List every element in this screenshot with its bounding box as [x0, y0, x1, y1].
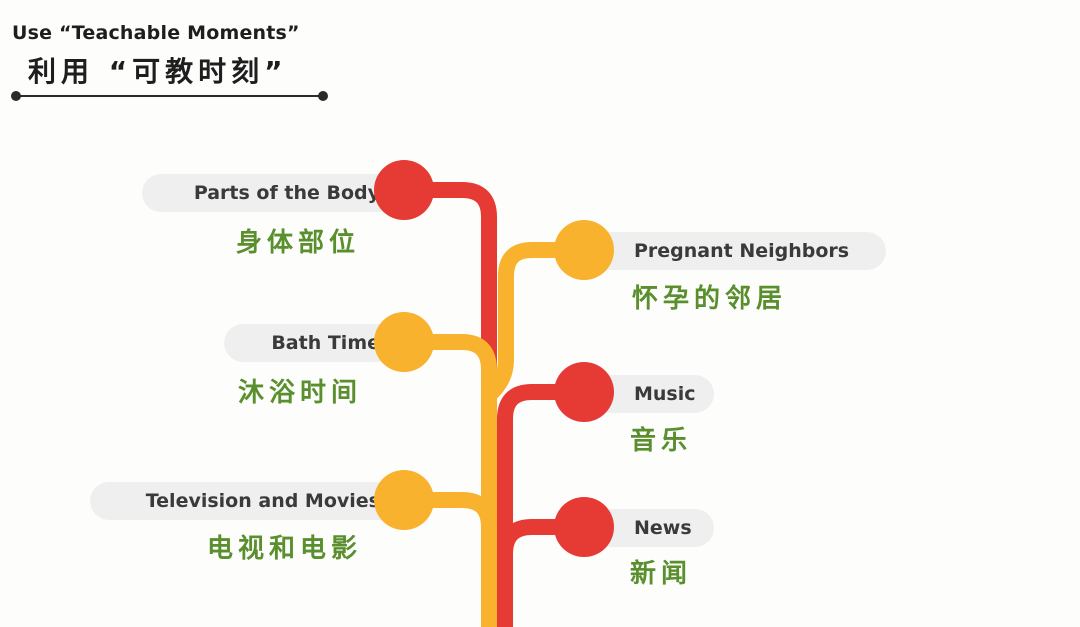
label-text: Parts of the Body — [193, 182, 380, 204]
title-english: Use “Teachable Moments” — [12, 22, 300, 44]
red-branch-parts-of-body — [404, 182, 497, 372]
label-television-and-movies: Television and Movies — [90, 482, 422, 520]
node-music — [554, 362, 614, 422]
label-chinese-parts-of-the-body: 身体部位 — [236, 228, 361, 258]
red-branch-music — [497, 384, 584, 627]
yellow-branch-bath-time — [404, 334, 497, 420]
label-chinese-pregnant-neighbors: 怀孕的邻居 — [632, 284, 788, 314]
node-news — [554, 497, 614, 557]
underline-left-dot — [11, 91, 21, 101]
red-branch-news — [497, 519, 584, 580]
label-text: Bath Time — [271, 332, 380, 354]
label-chinese-television-and-movies: 电视和电影 — [207, 534, 363, 564]
node-bath-time — [374, 312, 434, 372]
label-chinese-news: 新闻 — [630, 559, 693, 589]
node-pregnant-neighbors — [554, 220, 614, 280]
label-text: Television and Movies — [145, 490, 380, 512]
yellow-branch-television — [404, 492, 497, 560]
label-parts-of-the-body: Parts of the Body — [142, 174, 422, 212]
node-television — [374, 470, 434, 530]
label-text: News — [634, 517, 692, 539]
label-chinese-bath-time: 沐浴时间 — [238, 378, 363, 408]
label-chinese-music: 音乐 — [630, 426, 693, 456]
title-underline — [16, 95, 324, 97]
label-text: Pregnant Neighbors — [634, 240, 850, 262]
underline-right-dot — [318, 91, 328, 101]
title-chinese: 利用 “可教时刻” — [28, 55, 288, 88]
node-parts-of-body — [374, 160, 434, 220]
label-text: Music — [634, 383, 696, 405]
label-pregnant-neighbors: Pregnant Neighbors — [590, 232, 886, 270]
